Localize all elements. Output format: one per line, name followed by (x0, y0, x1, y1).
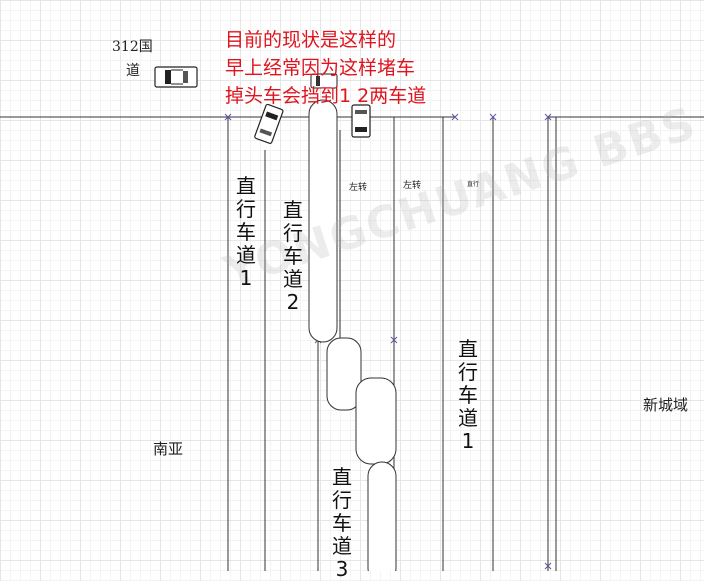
car-left-turn-lane (351, 104, 371, 138)
label-national-road-2: 道 (126, 63, 140, 79)
label-lane1-left: 直行车道1 (236, 174, 256, 290)
queue-capsule-2 (355, 377, 397, 465)
label-lane1-right: 直行车道1 (458, 337, 478, 453)
queue-capsule-long (308, 99, 338, 343)
label-national-road-1: 312国 (112, 39, 153, 55)
annotation-line-2: 早上经常因为这样堵车 (225, 57, 416, 79)
car-queue-top (310, 73, 338, 89)
label-straight-small: 直行 (467, 181, 480, 188)
car-turning (254, 103, 284, 144)
label-lane2-left: 直行车道2 (283, 198, 303, 314)
annotation-note: 目前的现状是这样的 早上经常因为这样堵车 掉头车会挡到1 2两车道 (225, 26, 426, 110)
queue-capsule-3 (367, 461, 397, 571)
car-national-road (154, 66, 198, 88)
label-nanya: 南亚 (153, 440, 184, 458)
label-left-turn-1: 左转 (349, 183, 368, 193)
annotation-line-3: 掉头车会挡到1 2两车道 (225, 85, 427, 107)
queue-capsule-1 (326, 337, 362, 411)
label-left-turn-2: 左转 (403, 181, 422, 191)
label-new-city: 新城域 (643, 396, 689, 414)
annotation-line-1: 目前的现状是这样的 (225, 29, 397, 51)
label-lane3: 直行车道3 (332, 465, 352, 581)
